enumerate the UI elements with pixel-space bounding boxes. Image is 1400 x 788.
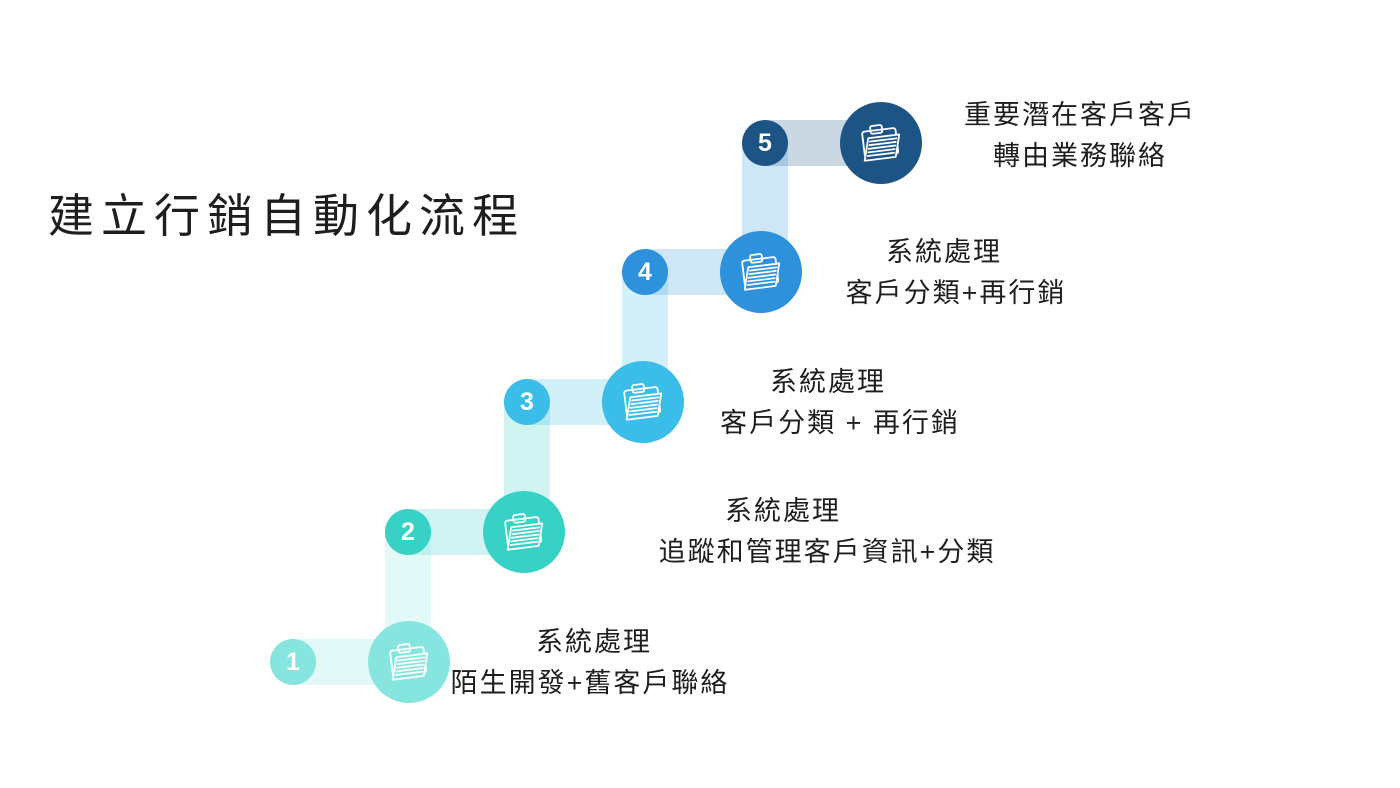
step-1-label: 系統處理 陌生開發+舊客戶聯絡 [451,622,730,704]
step-3-label-line1: 系統處理 [770,367,886,397]
step-3-label-line2: 客戶分類 + 再行銷 [720,408,960,438]
step-1-label-line2: 陌生開發+舊客戶聯絡 [450,668,730,698]
open-folder-icon [623,383,663,421]
step-5-number: 5 [758,128,772,157]
step-2-number: 2 [401,517,415,546]
step-1-label-line1: 系統處理 [536,627,652,657]
diagram-title: 建立行銷自動化流程 [48,190,525,242]
step-1-number: 1 [286,647,300,676]
open-folder-icon [861,124,901,162]
step-3-number-badge: 3 [504,379,550,425]
step-4-label: 系統處理 客戶分類+再行銷 [846,232,1067,314]
step-5-number-badge: 5 [742,120,788,166]
step-2-label: 系統處理 追蹤和管理客戶資訊+分類 [659,491,996,573]
step-5-icon-circle [840,102,922,184]
open-folder-icon [389,643,429,681]
step-3-label: 系統處理 客戶分類 + 再行銷 [720,362,960,444]
step-2-label-line1: 系統處理 [725,496,841,526]
step-1-icon-circle [368,621,450,703]
step-2-number-badge: 2 [385,509,431,555]
open-folder-icon [504,513,544,551]
step-3-number: 3 [520,387,534,416]
step-2-icon-circle [483,491,565,573]
step-5-label-line1: 重要潛在客戶客戶 [964,100,1196,130]
step-4-label-line2: 客戶分類+再行銷 [845,278,1067,308]
step-2-label-line2: 追蹤和管理客戶資訊+分類 [658,537,996,567]
step-4-icon-circle [720,231,802,313]
step-3-icon-circle [602,361,684,443]
step-4-number-badge: 4 [622,249,668,295]
step-4-number: 4 [638,257,652,286]
open-folder-icon [741,253,781,291]
step-5-label-line2: 轉由業務聯絡 [993,141,1167,171]
step-4-label-line1: 系統處理 [886,237,1002,267]
step-1-number-badge: 1 [270,639,316,685]
step-5-label: 重要潛在客戶客戶 轉由業務聯絡 [964,95,1196,177]
